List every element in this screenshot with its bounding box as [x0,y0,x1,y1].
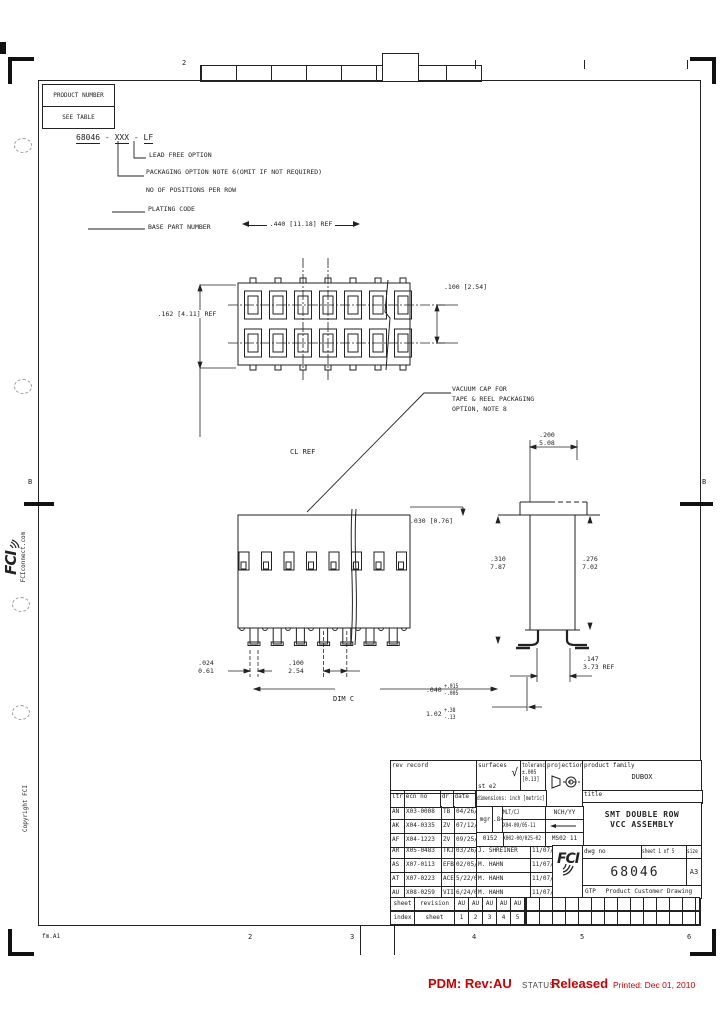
side-view-drawing [495,440,600,682]
edge-mark [0,42,6,54]
fold-divider [394,925,395,955]
fold-strip [200,65,482,82]
dim-c-label: DIM C [333,695,355,703]
part-number-base: 68046 [76,133,101,144]
fci-logo-cell: FCI [552,845,584,899]
callout-label-plating: PLATING CODE [148,205,195,213]
status-label: STATUS [522,981,556,990]
see-table-box: SEE TABLE [42,106,115,129]
fold-strip-center-box [382,53,419,82]
zone-label-bottom: 4 [472,933,477,941]
revision-row: AS X07-0113 EFB 02/05/07 M. HAHN 11/07/0… [391,859,553,873]
check-icon: √ [511,766,518,779]
drawing-type-name: Product Customer Drawing [605,888,693,895]
third-angle-projection-icon [551,775,580,789]
punch-hole [14,379,32,394]
fci-logo: FCI [2,551,20,575]
dim-tail-length: .030 [0.76] [410,517,454,525]
front-view-drawing [228,506,542,711]
revision-row: AN X03-0008 TB 04/26/03 [391,806,477,820]
revision-row: AT X07-0223 ACE 5/22/07 M. HAHN 11/07/08 [391,873,553,887]
surfaces-cell: surfaces √ st e2 [476,760,522,792]
arrow-right-icon [353,221,360,227]
dim-row-span: .162 [4.11] REF [148,310,226,318]
dim-lead-mm: 1.02 +.38 -.13 [426,707,456,721]
corner-trim-mark [690,57,716,84]
revision-row: AK X04-0335 ZV 07/12/04 [391,820,477,834]
fci-site-label: FCIconnect.com [20,531,27,583]
revision-table-upper: AN X03-0008 TB 04/26/03 AK X04-0335 ZV 0… [390,806,477,848]
callout-label-positions: NO OF POSITIONS PER ROW [146,186,237,194]
revision-table-lower: AR X05-0483 TKJ 03/26/05 J. SHREINER 11/… [390,845,553,901]
left-arrow-icon [550,824,576,828]
drawing-title-cell: SMT DOUBLE ROW VCC ASSEMBLY [582,802,702,847]
drawing-title-line1: SMT DOUBLE ROW [604,810,680,819]
zone-tick [687,60,688,69]
product-family-cell: product family DUBOX [582,760,702,792]
tolerance-cell: tolerance±.005[0.13] [520,760,549,794]
corner-trim-mark [8,57,34,84]
zone-label-bottom: 6 [687,933,692,941]
zone-label-bottom: 5 [580,933,585,941]
approval-box3: X002-00/025-02 [502,832,547,847]
part-number-leadfree: LF [143,133,154,144]
zone-label-bottom: 3 [350,933,355,941]
part-number: 68046 - XXX - LF [76,133,154,144]
corner-trim-mark [8,929,34,956]
callout-label-leadfree: LEAD FREE OPTION [149,151,212,159]
copyright-label: Copyright FCI [22,785,29,832]
fci-swoosh-icon [562,863,574,876]
zone-tick-thick [680,502,713,506]
fold-divider [360,925,361,955]
status-value: Released [551,976,609,991]
arrow-left-icon [242,221,249,227]
punch-hole [14,138,32,153]
drawing-title-line2: VCC ASSEMBLY [610,820,674,829]
dim-lead-inch: .040 +.015 -.005 [426,683,459,697]
top-view-drawing [197,258,458,437]
zone-tick [584,60,585,69]
margin-logo-block: FCI FCIconnect.com [2,516,27,598]
pdm-revision-label: PDM: Rev:AU [428,976,512,991]
form-label: fm.A1 [42,933,61,940]
dim-row-pitch: .100 [2.54] [444,283,488,291]
printed-date-label: Printed: Dec 01, 2010 [613,980,696,990]
dwg-number-cell: 68046 [582,858,688,887]
zone-label-left: B [28,478,33,486]
fci-swoosh-icon [9,539,20,549]
drawing-type-code: GTP [585,888,596,895]
zone-tick-thick [24,502,54,506]
part-number-separator: - [133,133,139,142]
part-number-positions: XXX [114,133,130,144]
dim-foot: .147 3.73 REF [583,655,615,671]
rev-table-header: ltr ecn no dr date [390,790,476,808]
projection-cell: projection [545,760,584,808]
centerline-ref-label: CL REF [290,448,316,456]
zone-tick [475,60,476,69]
fci-logo: FCI [556,851,580,867]
zone-label-right: B [702,478,707,486]
callout-label-packaging: PACKAGING OPTION NOTE 6(OMIT IF NOT REQU… [146,168,323,176]
part-number-separator: - [104,133,110,142]
size-cell: A3 [686,858,702,887]
zone-label-top: 2 [182,59,187,67]
dim-ref-width: .440 [11.18] REF [242,220,360,228]
corner-trim-mark [690,929,716,956]
zone-label-bottom: 2 [248,933,253,941]
punch-hole [12,597,30,612]
callout-label-basepart: BASE PART NUMBER [148,223,211,231]
product-number-box: PRODUCT NUMBER [42,84,115,108]
rev-record-header: rev record [390,760,480,794]
punch-hole [12,705,30,720]
approval-0152-cell: 0152 [476,832,504,847]
revision-row: AR X05-0483 TKJ 03/26/05 J. SHREINER 11/… [391,845,553,859]
